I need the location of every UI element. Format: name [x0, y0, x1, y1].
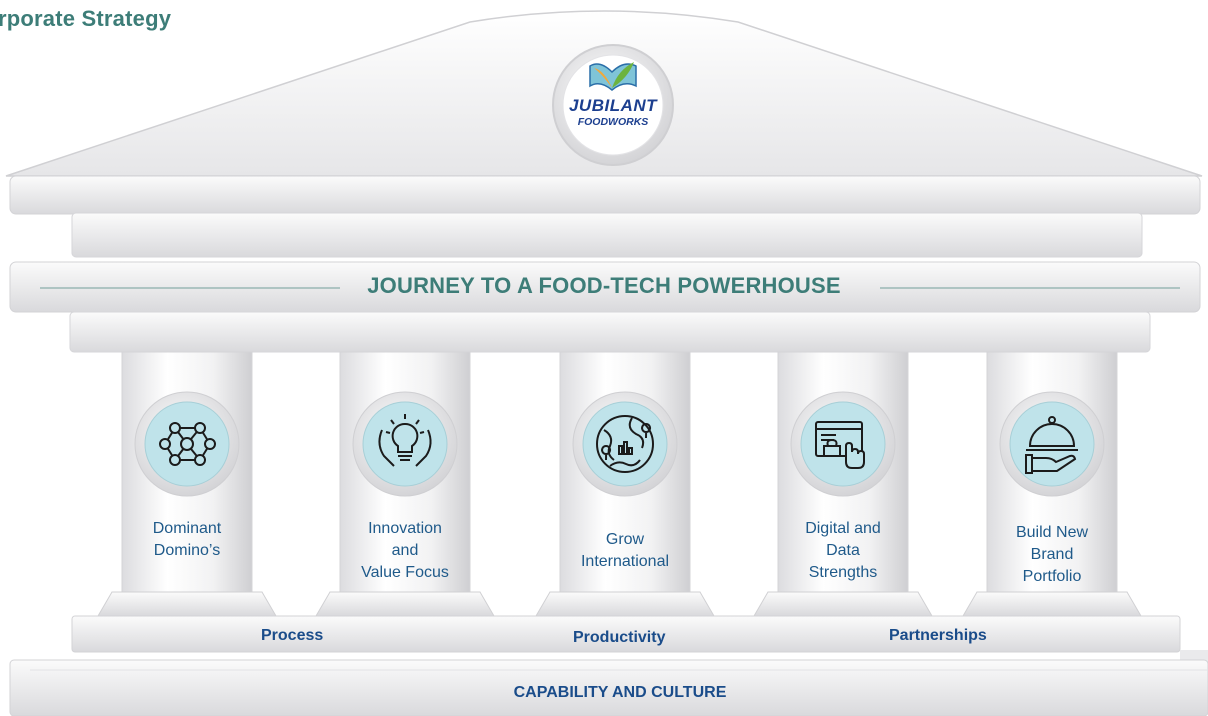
step-label-process: Process: [261, 627, 324, 644]
globe-map-icon: [596, 415, 654, 473]
pillar-label-line: Strengths: [808, 564, 878, 581]
lightbulb-hands-icon: [378, 414, 432, 467]
banner-title: JOURNEY TO A FOOD-TECH POWERHOUSE: [367, 273, 841, 298]
cornice: [9, 175, 1201, 215]
pillar-medallions: [134, 391, 1105, 497]
pillar-label-line: Build New: [1015, 524, 1089, 541]
pillar-label-digital-data: Digital and Data Strengths: [768, 518, 918, 584]
page-title: rporate Strategy: [0, 6, 172, 31]
book-leaf-icon: [589, 62, 637, 91]
pillar-label-line: Data: [826, 542, 860, 559]
pillar-label-line: Digital and: [805, 520, 881, 537]
step-upper: [71, 615, 1181, 653]
architrave: [69, 311, 1151, 353]
digital-screen-touch-icon: [815, 421, 865, 469]
base-label: CAPABILITY AND CULTURE: [513, 684, 727, 701]
step-base: [9, 659, 1208, 716]
pillar-label-line: Grow: [605, 531, 645, 548]
pillar-label-grow-international: Grow International: [550, 529, 700, 573]
pillar-label-brand-portfolio: Build New Brand Portfolio: [977, 522, 1127, 588]
network-nodes-icon: [159, 422, 216, 466]
pillar-label-line: and: [391, 542, 419, 559]
pillar-label-line: Brand: [1030, 546, 1074, 563]
pillar-label-line: Portfolio: [1022, 568, 1082, 585]
step-label-productivity: Productivity: [573, 629, 666, 646]
logo-line1: JUBILANT: [568, 96, 658, 115]
logo-text: JUBILANT FOODWORKS: [553, 96, 673, 130]
frieze-top: [71, 212, 1143, 258]
pillar-label-line: Value Focus: [361, 564, 449, 581]
pillar-label-innovation: Innovation and Value Focus: [330, 518, 480, 584]
pillar-label-line: Domino’s: [153, 542, 221, 559]
pillar-label-line: International: [580, 553, 670, 570]
logo-line2: FOODWORKS: [577, 116, 649, 128]
step-label-partnerships: Partnerships: [889, 627, 987, 644]
serving-cloche-icon: [1025, 416, 1078, 474]
pillar-label-dominant-dominos: Dominant Domino’s: [112, 518, 262, 562]
pillar-label-line: Innovation: [368, 520, 442, 537]
pillar-label-line: Dominant: [152, 520, 222, 537]
